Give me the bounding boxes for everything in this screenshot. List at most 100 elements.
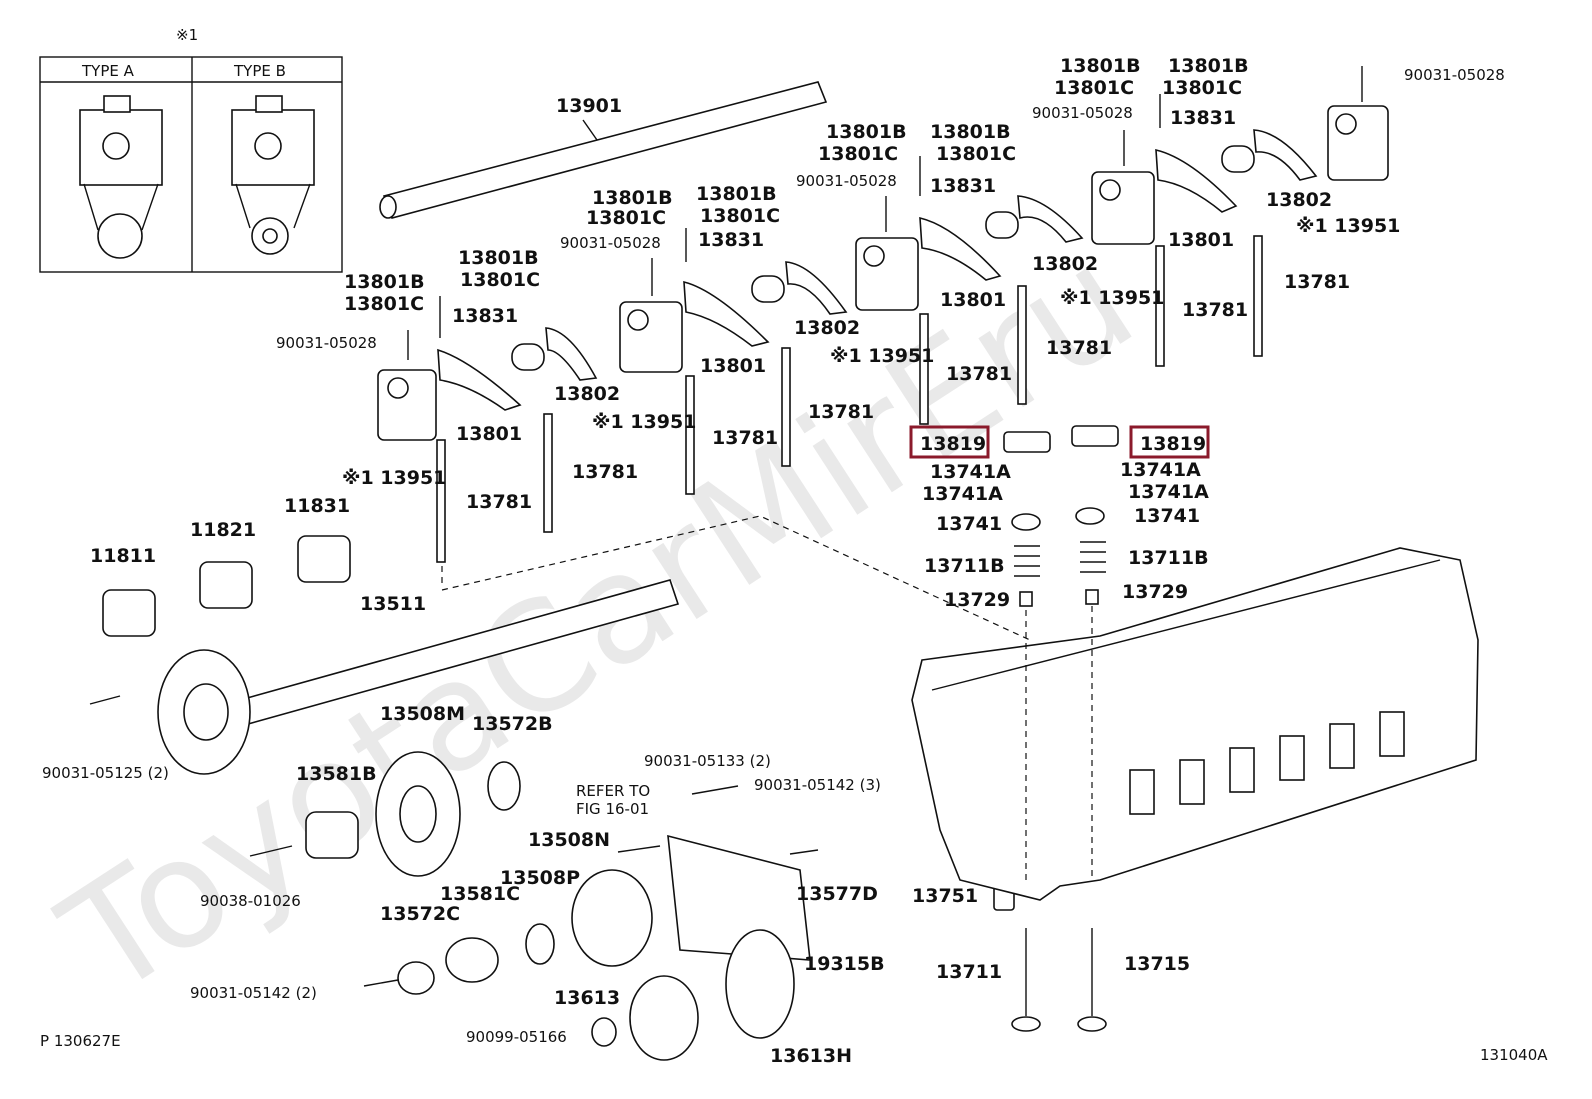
label-13801B: 13801B bbox=[696, 183, 777, 205]
label-13577D: 13577D bbox=[796, 883, 878, 905]
label-13711B: 13711B bbox=[1128, 547, 1209, 569]
label-13831: 13831 bbox=[1170, 107, 1236, 129]
refer-note-line2: FIG 16-01 bbox=[576, 800, 649, 818]
label-13729: 13729 bbox=[944, 589, 1010, 611]
figure-reference: P 130627E bbox=[40, 1032, 121, 1050]
label-13819-left: 13819 bbox=[920, 433, 986, 455]
label-13751: 13751 bbox=[912, 885, 978, 907]
diagram-code: 131040A bbox=[1480, 1046, 1548, 1064]
refer-note-line1: REFER TO bbox=[576, 782, 650, 800]
label-13711: 13711 bbox=[936, 961, 1002, 983]
valve-lever-right-drawing bbox=[1071, 425, 1119, 447]
part-labels: 13801B 13801B 13801C 13801C 90031-05028 … bbox=[42, 55, 1505, 1067]
label-90031-05028: 90031-05028 bbox=[1032, 104, 1133, 122]
label-13781: 13781 bbox=[466, 491, 532, 513]
label-11821: 11821 bbox=[190, 519, 256, 541]
label-13801C: 13801C bbox=[460, 269, 540, 291]
label-13801C: 13801C bbox=[586, 207, 666, 229]
label-13801B: 13801B bbox=[826, 121, 907, 143]
label-13711B: 13711B bbox=[924, 555, 1005, 577]
label-13801C: 13801C bbox=[1162, 77, 1242, 99]
type-b-bracket-drawing bbox=[231, 95, 315, 255]
label-13831: 13831 bbox=[930, 175, 996, 197]
valve-lever-left-drawing bbox=[1003, 431, 1051, 453]
label-13781: 13781 bbox=[712, 427, 778, 449]
label-13511: 13511 bbox=[360, 593, 426, 615]
label-13801B: 13801B bbox=[1060, 55, 1141, 77]
label-13802: 13802 bbox=[1266, 189, 1332, 211]
label-13741A: 13741A bbox=[1128, 481, 1209, 503]
label-13715: 13715 bbox=[1124, 953, 1190, 975]
label-11831: 11831 bbox=[284, 495, 350, 517]
label-13801C: 13801C bbox=[818, 143, 898, 165]
highlight-box-13819-left bbox=[909, 425, 990, 459]
label-13508P: 13508P bbox=[500, 867, 580, 889]
type-a-bracket-drawing bbox=[79, 95, 163, 259]
label-90031-05028: 90031-05028 bbox=[796, 172, 897, 190]
label-13831: 13831 bbox=[698, 229, 764, 251]
label-13901: 13901 bbox=[556, 95, 622, 117]
label-13802: 13802 bbox=[1032, 253, 1098, 275]
label-13802: 13802 bbox=[554, 383, 620, 405]
label-13781: 13781 bbox=[1182, 299, 1248, 321]
label-13951: ※1 13951 bbox=[830, 345, 934, 367]
label-13802: 13802 bbox=[794, 317, 860, 339]
label-13613: 13613 bbox=[554, 987, 620, 1009]
label-90099-05166: 90099-05166 bbox=[466, 1028, 567, 1046]
cylinder-head-outline bbox=[911, 547, 1479, 901]
label-13508M: 13508M bbox=[380, 703, 465, 725]
label-13801C: 13801C bbox=[1054, 77, 1134, 99]
label-13781: 13781 bbox=[572, 461, 638, 483]
label-13951: ※1 13951 bbox=[1060, 287, 1164, 309]
label-90031-05028: 90031-05028 bbox=[276, 334, 377, 352]
label-13741: 13741 bbox=[1134, 505, 1200, 527]
label-13581C: 13581C bbox=[440, 883, 520, 905]
label-13613H: 13613H bbox=[770, 1045, 852, 1067]
label-90031-05028: 90031-05028 bbox=[560, 234, 661, 252]
label-13572C: 13572C bbox=[380, 903, 460, 925]
label-13508N: 13508N bbox=[528, 829, 610, 851]
camshaft-assembly bbox=[102, 515, 1031, 775]
label-13801B: 13801B bbox=[344, 271, 425, 293]
rocker-station-4 bbox=[1091, 94, 1318, 245]
label-13801B: 13801B bbox=[930, 121, 1011, 143]
label-13801B: 13801B bbox=[458, 247, 539, 269]
label-13741: 13741 bbox=[936, 513, 1002, 535]
label-13781: 13781 bbox=[1046, 337, 1112, 359]
label-90031-05133: 90031-05133 (2) bbox=[644, 752, 771, 770]
label-13951: ※1 13951 bbox=[592, 411, 696, 433]
highlight-box-13819-right bbox=[1129, 425, 1210, 459]
label-13801: 13801 bbox=[940, 289, 1006, 311]
label-13572B: 13572B bbox=[472, 713, 553, 735]
push-rods-13781 bbox=[436, 235, 1263, 563]
rocker-station-3 bbox=[855, 156, 1084, 311]
label-90038-01026: 90038-01026 bbox=[200, 892, 301, 910]
type-a-label: TYPE A bbox=[81, 62, 135, 80]
label-90031-05142-3: 90031-05142 (3) bbox=[754, 776, 881, 794]
type-box-ref-mark: ※1 bbox=[176, 26, 198, 44]
rocker-station-1 bbox=[377, 296, 598, 441]
label-13801: 13801 bbox=[456, 423, 522, 445]
rocker-shaft-13901: 13901 bbox=[379, 81, 828, 219]
label-13781: 13781 bbox=[946, 363, 1012, 385]
label-13819-right: 13819 bbox=[1140, 433, 1206, 455]
label-13951: ※1 13951 bbox=[1296, 215, 1400, 237]
label-90031-05142-2: 90031-05142 (2) bbox=[190, 984, 317, 1002]
label-13801: 13801 bbox=[700, 355, 766, 377]
label-13831: 13831 bbox=[452, 305, 518, 327]
label-13801C: 13801C bbox=[936, 143, 1016, 165]
type-variant-box: ※1 TYPE A TYPE B bbox=[39, 26, 343, 273]
label-13741A: 13741A bbox=[1120, 459, 1201, 481]
type-b-label: TYPE B bbox=[233, 62, 286, 80]
label-90031-05125: 90031-05125 (2) bbox=[42, 764, 169, 782]
label-13801: 13801 bbox=[1168, 229, 1234, 251]
label-13801C: 13801C bbox=[344, 293, 424, 315]
label-13741A: 13741A bbox=[922, 483, 1003, 505]
rocker-station-2 bbox=[619, 228, 848, 373]
rocker-station-5 bbox=[1327, 66, 1389, 181]
label-13801C: 13801C bbox=[700, 205, 780, 227]
label-13781: 13781 bbox=[1284, 271, 1350, 293]
label-13951: ※1 13951 bbox=[342, 467, 446, 489]
